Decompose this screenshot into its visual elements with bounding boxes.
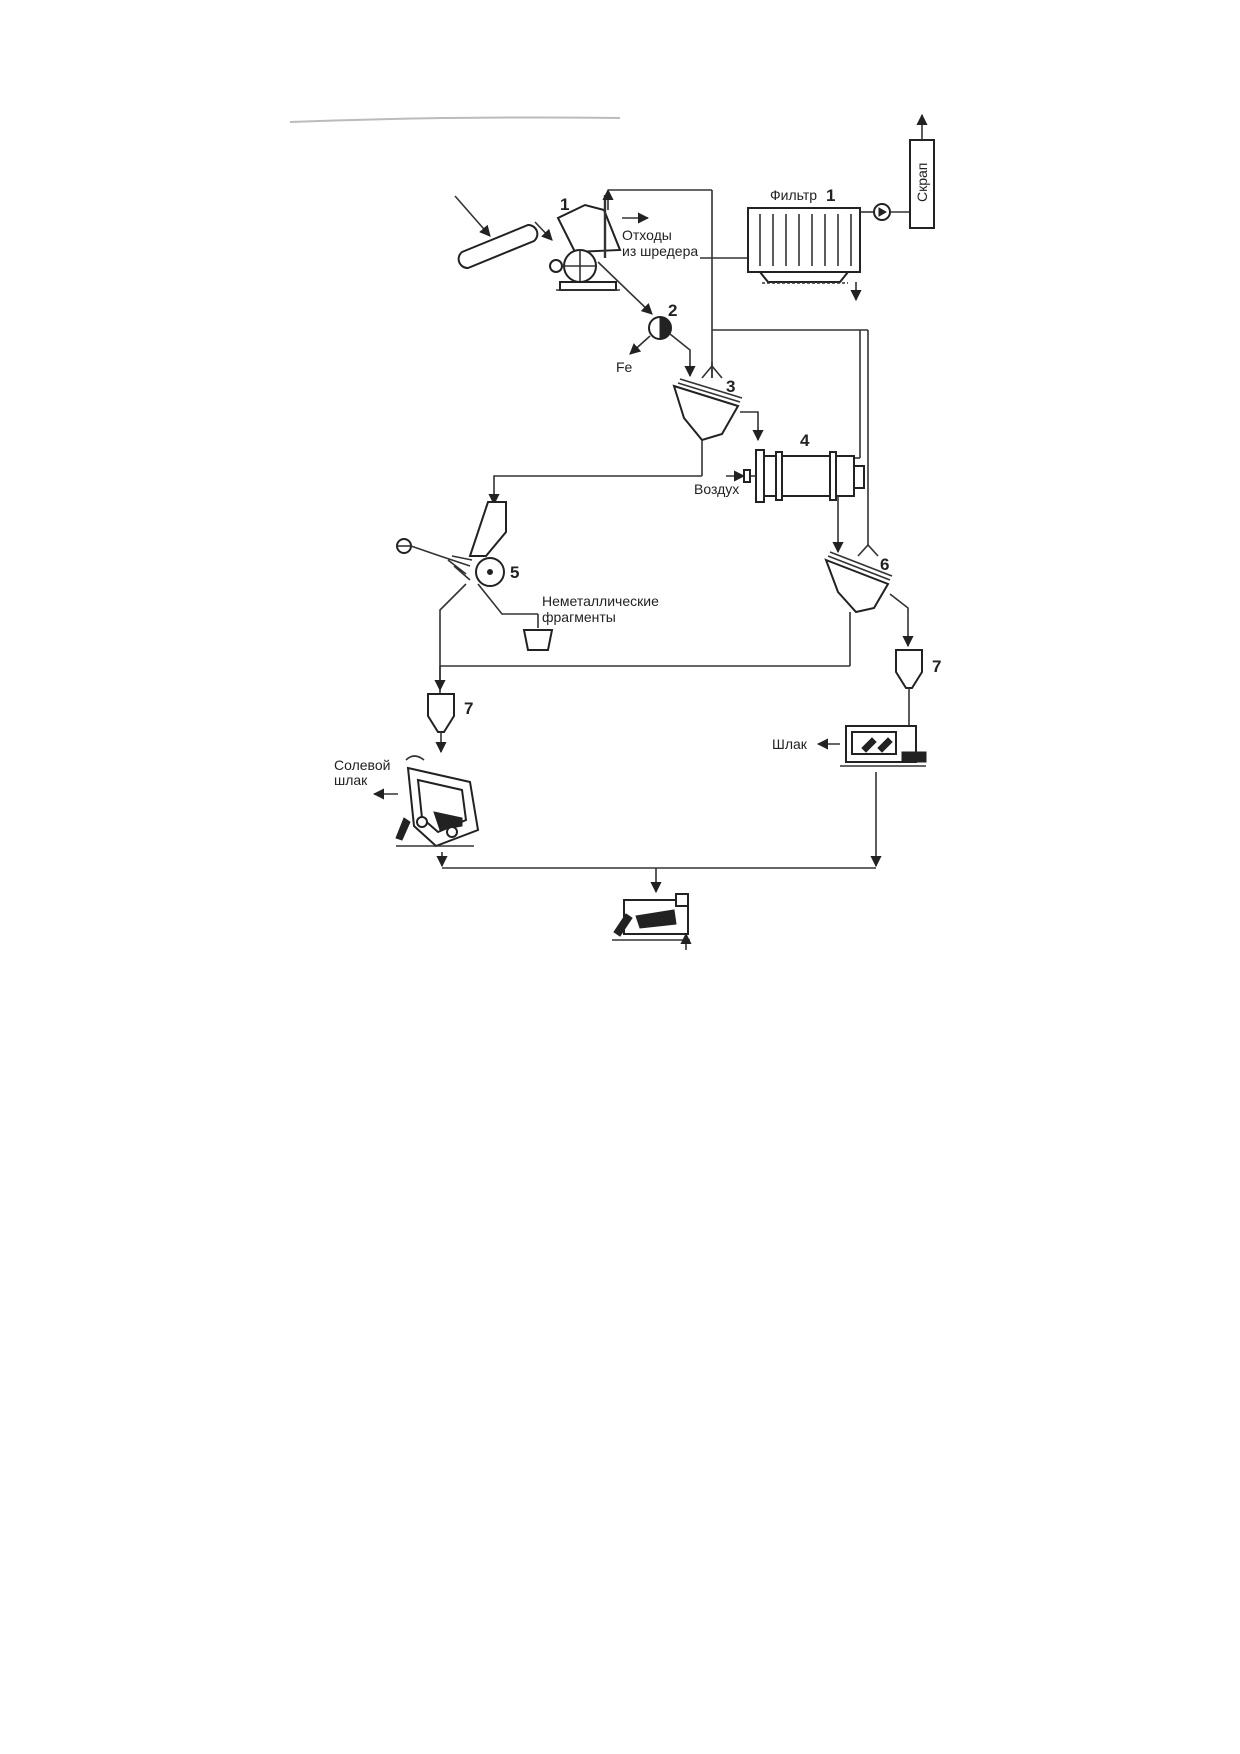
shredder	[549, 195, 622, 291]
hopper3-to-kiln-line	[740, 411, 764, 442]
nonmetal-line	[477, 583, 538, 615]
nonmetal-label-2: фрагменты	[542, 609, 616, 625]
magnetic-separator-number: 2	[668, 301, 677, 320]
conveyor-belt	[454, 195, 553, 270]
nonmetal-label-1: Неметаллические	[542, 593, 659, 609]
bunker-7-left	[427, 693, 455, 754]
eddy-current-separator	[396, 501, 507, 587]
magnet-to-hopper3-line	[669, 333, 696, 378]
nonmetal-bin	[522, 629, 554, 651]
salt-slag-label-1: Солевой	[334, 757, 390, 773]
bunker-7-right-number: 7	[932, 657, 941, 676]
filter-number: 1	[826, 186, 835, 205]
rotary-furnace-right	[840, 725, 927, 767]
hopper3-to-eddy-line	[488, 475, 702, 506]
final-collection-line	[436, 852, 876, 894]
hopper-3	[672, 362, 743, 476]
eddy-to-bunker-line	[439, 583, 467, 696]
rotary-kiln	[743, 449, 865, 503]
kiln-number: 4	[800, 431, 810, 450]
holding-furnace	[612, 893, 692, 950]
slag-label: Шлак	[772, 736, 808, 752]
scrap-stack	[909, 113, 935, 229]
hopper-6-number: 6	[880, 555, 889, 574]
shredder-to-magnet-line	[597, 261, 653, 315]
scan-artifact-line	[289, 116, 621, 123]
bag-filter	[747, 207, 862, 302]
exhaust-fan	[860, 203, 910, 221]
hopper6-to-bunker7-line	[889, 593, 914, 648]
fe-arrow	[629, 335, 651, 355]
salt-slag-label-2: шлак	[334, 772, 368, 788]
bunker-7-left-number: 7	[464, 699, 473, 718]
fe-label: Fe	[616, 359, 633, 375]
hopper-6	[824, 543, 893, 666]
shredder-waste-label-1: Отходы	[622, 227, 672, 243]
eddy-separator-number: 5	[510, 563, 519, 582]
shredder-number: 1	[560, 195, 569, 214]
dust-duct	[602, 188, 748, 378]
filter-label: Фильтр	[770, 187, 817, 203]
exhaust-header	[712, 329, 869, 545]
magnetic-separator	[648, 316, 672, 340]
air-label: Воздух	[694, 481, 739, 497]
tilting-furnace-left	[395, 755, 480, 848]
hopper-3-number: 3	[726, 377, 735, 396]
scrap-label: Скрап	[914, 163, 930, 202]
shredder-waste-label-2: из шредера	[622, 243, 698, 259]
